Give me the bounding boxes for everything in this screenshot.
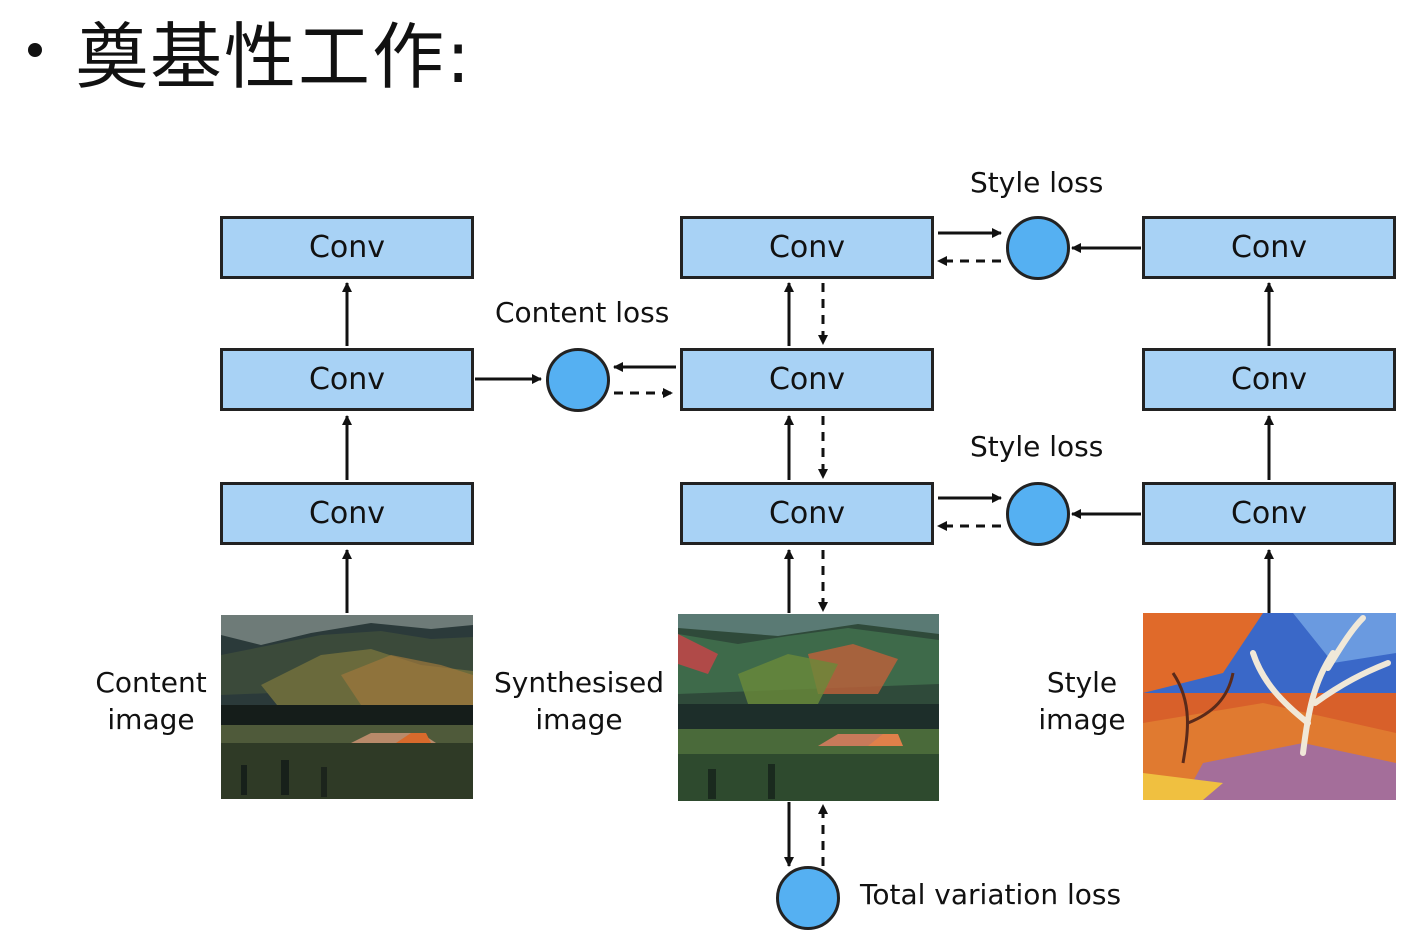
content-conv-3: Conv — [220, 216, 474, 279]
style-image-label-line1: Style — [1046, 666, 1118, 699]
conv-label: Conv — [308, 230, 386, 265]
style-image-label-line2: image — [1038, 703, 1126, 736]
style-image — [1143, 613, 1396, 800]
content-loss-node — [546, 348, 610, 412]
conv-label: Conv — [308, 362, 386, 397]
style-conv-1: Conv — [1142, 482, 1396, 545]
style-conv-3: Conv — [1142, 216, 1396, 279]
synthesised-image-label-line2: image — [535, 703, 623, 736]
content-loss-label: Content loss — [495, 296, 670, 329]
content-image-label: Content image — [86, 664, 216, 738]
synth-conv-3: Conv — [680, 216, 934, 279]
content-image-label-line2: image — [107, 703, 195, 736]
synthesised-image-label: Synthesised image — [486, 664, 672, 738]
conv-label: Conv — [308, 496, 386, 531]
content-image-label-line1: Content — [95, 666, 207, 699]
conv-label: Conv — [1230, 362, 1308, 397]
tv-loss-node — [776, 866, 840, 930]
style-loss-bottom-node — [1006, 482, 1070, 546]
conv-label: Conv — [1230, 496, 1308, 531]
style-loss-top-label: Style loss — [970, 166, 1104, 199]
conv-label: Conv — [1230, 230, 1308, 265]
style-loss-bottom-label: Style loss — [970, 430, 1104, 463]
style-image-label: Style image — [1032, 664, 1132, 738]
content-conv-1: Conv — [220, 482, 474, 545]
synthesised-image — [678, 614, 939, 801]
bullet-icon — [28, 43, 42, 57]
synth-conv-2: Conv — [680, 348, 934, 411]
style-conv-2: Conv — [1142, 348, 1396, 411]
content-conv-2: Conv — [220, 348, 474, 411]
conv-label: Conv — [768, 230, 846, 265]
content-image — [221, 615, 473, 799]
conv-label: Conv — [768, 496, 846, 531]
slide-title: 奠基性工作: — [20, 0, 472, 100]
synthesised-image-label-line1: Synthesised — [494, 666, 664, 699]
synth-conv-1: Conv — [680, 482, 934, 545]
tv-loss-label: Total variation loss — [860, 878, 1122, 911]
style-loss-top-node — [1006, 216, 1070, 280]
slide-title-text: 奠基性工作: — [76, 14, 473, 99]
conv-label: Conv — [768, 362, 846, 397]
